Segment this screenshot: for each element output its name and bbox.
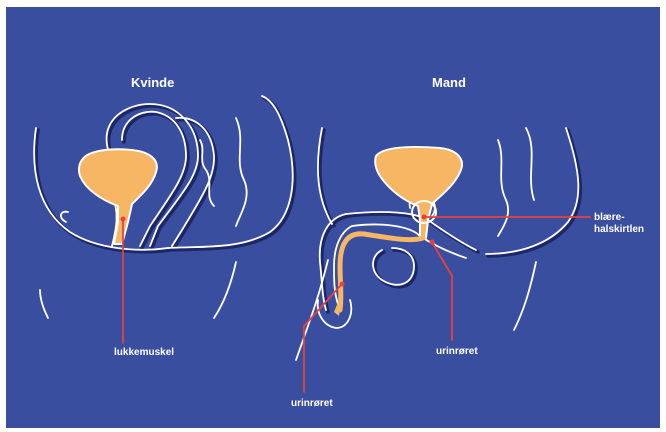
male-title: Mand: [432, 75, 466, 90]
sphincter-label: lukkemuskel: [114, 347, 174, 359]
female-figure: [34, 96, 295, 343]
female-title: Kvinde: [131, 75, 174, 90]
urethra-mid-pointer: [432, 242, 452, 340]
prostate-label-line2: halskirtlen: [594, 224, 644, 236]
female-bladder: [79, 149, 157, 244]
prostate-label-line1: blære-: [594, 212, 644, 224]
prostate-label: blære- halskirtlen: [594, 212, 644, 236]
male-urethra: [340, 234, 423, 310]
urethra-mid-label: urinrøret: [436, 346, 478, 358]
urethra-lower-label: urinrøret: [291, 398, 333, 410]
